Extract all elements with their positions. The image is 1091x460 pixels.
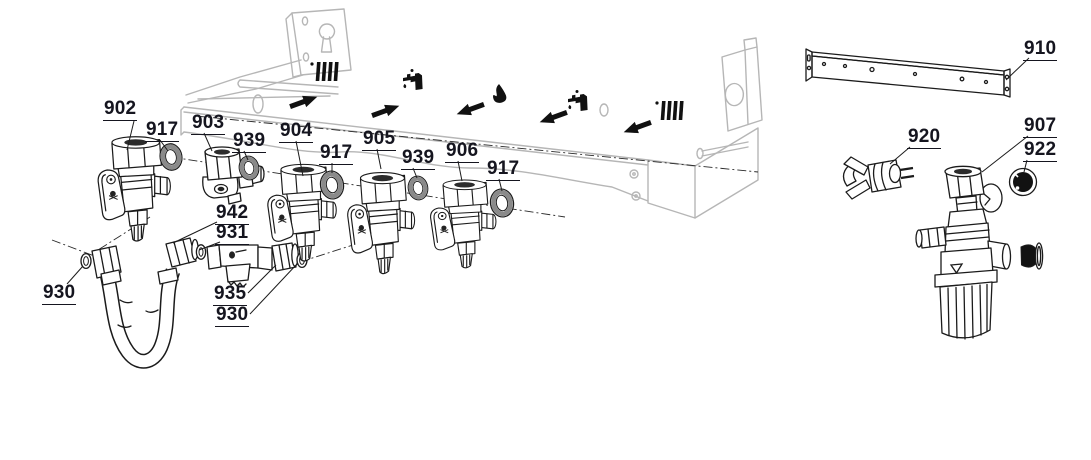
part-label-906: 906 — [445, 140, 480, 163]
part-label-907: 907 — [1023, 115, 1058, 138]
blind-plug — [1020, 242, 1044, 270]
part-label-931: 931 — [215, 222, 250, 245]
part-label-930a: 930 — [42, 282, 77, 305]
part-label-935: 935 — [213, 283, 248, 306]
part-label-905: 905 — [362, 128, 397, 151]
radiator-icon — [310, 62, 339, 81]
part-label-920: 920 — [907, 126, 942, 149]
tap-icon — [403, 69, 423, 90]
tap-icon — [568, 90, 588, 111]
flame-icon — [493, 84, 507, 103]
part-label-939a: 939 — [232, 130, 267, 153]
hose-assembly-942 — [80, 237, 308, 369]
part-label-902: 902 — [103, 98, 138, 121]
arrow-up-right-icon — [370, 100, 402, 122]
arrow-up-right-icon — [288, 91, 320, 113]
arrow-down-left-icon — [537, 106, 569, 128]
oring-939-b — [404, 172, 432, 204]
valve-902 — [97, 136, 171, 242]
flow-arrows — [288, 91, 653, 138]
radiator-icon — [655, 101, 684, 120]
filter-valve-907 — [915, 165, 1012, 340]
part-label-903: 903 — [191, 112, 226, 135]
flow-icons — [310, 62, 684, 120]
part-label-904: 904 — [279, 120, 314, 143]
valve-905 — [347, 172, 416, 275]
part-label-917b: 917 — [319, 142, 354, 165]
valve-906 — [430, 179, 497, 269]
part-label-917c: 917 — [486, 158, 521, 181]
clip-920 — [842, 156, 915, 200]
knob-922 — [1008, 167, 1038, 197]
mounting-rail-910 — [805, 48, 1011, 98]
arrow-down-left-icon — [621, 116, 653, 138]
tee-fitting-935 — [206, 242, 299, 288]
oring-917-a — [158, 142, 184, 172]
part-label-917a: 917 — [145, 119, 180, 142]
gasket-931 — [195, 244, 207, 260]
part-label-942: 942 — [215, 202, 250, 225]
part-label-939b: 939 — [401, 147, 436, 170]
part-label-922: 922 — [1023, 139, 1058, 162]
part-label-910: 910 — [1023, 38, 1058, 61]
arrow-down-left-icon — [454, 98, 486, 120]
part-label-930b: 930 — [215, 304, 250, 327]
